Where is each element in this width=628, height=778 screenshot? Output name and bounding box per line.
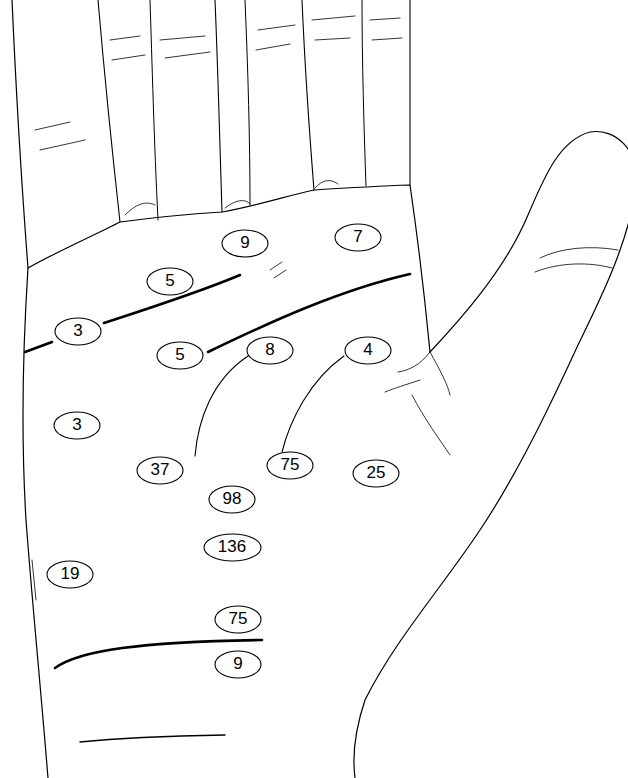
callout-number: 5 <box>146 271 194 291</box>
callout-number: 75 <box>214 609 262 629</box>
callout-oval: 3 <box>53 411 101 440</box>
callout-number: 25 <box>352 463 400 483</box>
callout-oval: 136 <box>203 533 262 562</box>
callout-number: 9 <box>221 233 269 253</box>
callout-number: 4 <box>344 340 392 360</box>
callout-number: 136 <box>203 537 262 557</box>
callout-oval: 25 <box>352 459 400 488</box>
callout-oval: 5 <box>146 267 194 296</box>
callout-number: 3 <box>54 321 102 341</box>
callout-oval: 19 <box>46 560 94 589</box>
callout-oval: 4 <box>344 336 392 365</box>
callout-number: 5 <box>156 345 204 365</box>
callout-oval: 9 <box>214 650 262 679</box>
callout-oval: 37 <box>136 456 184 485</box>
callout-oval: 75 <box>266 451 314 480</box>
callout-oval: 7 <box>334 223 382 252</box>
callout-oval: 8 <box>246 336 294 365</box>
callout-number: 37 <box>136 460 184 480</box>
callout-number: 8 <box>246 340 294 360</box>
callout-oval: 98 <box>208 485 256 514</box>
callout-oval: 3 <box>54 317 102 346</box>
callout-number: 9 <box>214 654 262 674</box>
callout-number: 7 <box>334 227 382 247</box>
callout-oval: 9 <box>221 229 269 258</box>
callout-number: 19 <box>46 564 94 584</box>
callout-number: 3 <box>53 415 101 435</box>
callout-oval: 5 <box>156 341 204 370</box>
callout-number: 75 <box>266 455 314 475</box>
callout-oval: 75 <box>214 605 262 634</box>
callout-number: 98 <box>208 489 256 509</box>
